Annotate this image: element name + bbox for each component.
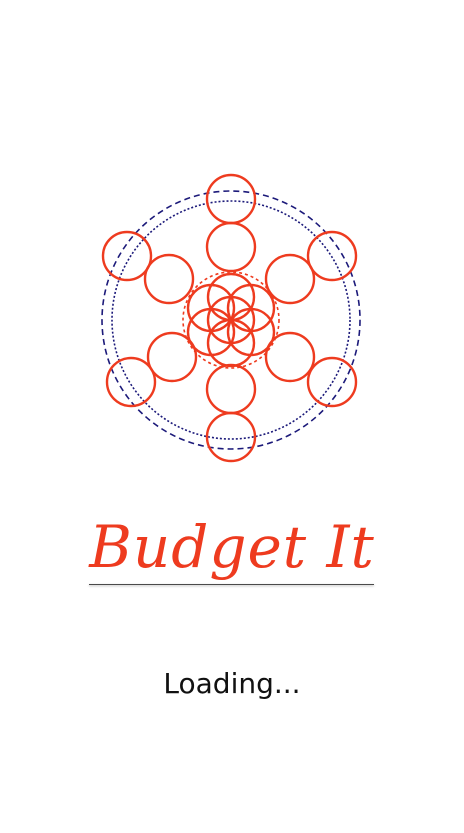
metatron-cube-logo-icon [96,170,368,470]
center-dashed-ring [182,271,280,369]
outer-dashed-ring [101,190,361,450]
seed-of-life [186,272,276,368]
title-underline [89,584,374,585]
outer-circles [101,173,358,463]
app-title: Budget It [89,513,375,581]
loading-status: Loading... [163,667,301,700]
inner-dotted-ring [111,200,351,440]
outer-rings [101,190,361,450]
